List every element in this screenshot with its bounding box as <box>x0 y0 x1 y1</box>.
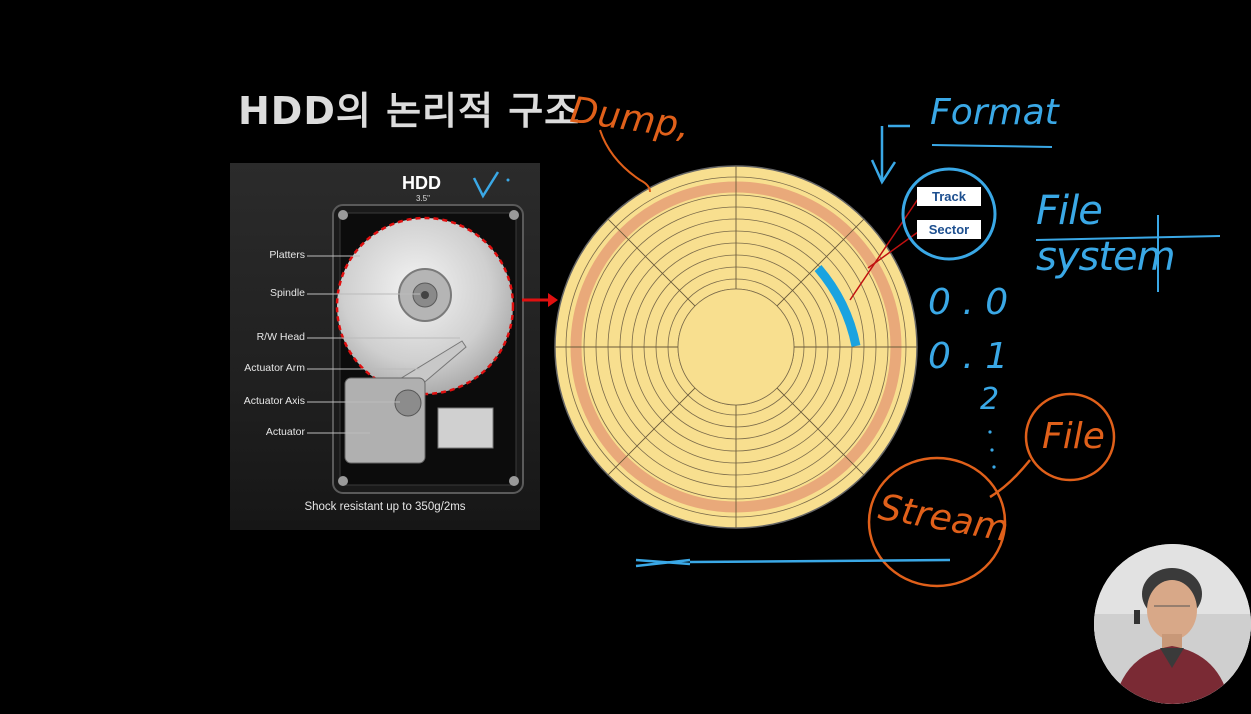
label-spindle: Spindle <box>269 287 305 299</box>
track-sector-circle <box>901 167 997 261</box>
file-system-annotation: File system <box>1036 188 1176 280</box>
label-actuator: Actuator <box>265 426 305 438</box>
sector-line <box>607 218 696 307</box>
red-arrow-head <box>548 293 558 307</box>
hdd-heading: HDD <box>402 173 441 193</box>
presenter-silhouette <box>1094 544 1251 704</box>
check-mark <box>472 171 500 199</box>
hdd-footer: Shock resistant up to 350g/2ms <box>304 501 466 513</box>
track-label: Track <box>917 187 981 206</box>
hdd-illustration <box>307 204 524 494</box>
slide-title: HDD의 논리적 구조 <box>238 89 581 133</box>
sector-line <box>776 387 865 476</box>
file-circle <box>1024 392 1116 482</box>
blue-scribble <box>635 558 951 568</box>
hdd-diagram-panel: HDD 3.5" <box>230 163 540 530</box>
sector-number-0-1: 0 . 1 <box>928 336 1009 377</box>
label-platters: Platters <box>269 249 305 261</box>
disk-diagram <box>554 165 918 529</box>
label-rw-head: R/W Head <box>256 331 305 343</box>
sector-label: Sector <box>917 220 981 239</box>
highlighted-sector <box>814 265 861 347</box>
disk-hub <box>677 288 795 406</box>
actuator-axis <box>394 389 422 417</box>
file-annotation: File <box>1042 416 1105 457</box>
presenter-webcam <box>1094 544 1251 704</box>
stream-circle <box>867 456 1007 588</box>
label-actuator-arm: Actuator Arm <box>244 362 305 374</box>
label-actuator-axis: Actuator Axis <box>243 395 305 407</box>
sector-number-2: 2 <box>980 382 1000 417</box>
sector-number-0-0: 0 . 0 <box>928 282 1009 323</box>
sector-line <box>776 218 865 307</box>
sector-line <box>607 387 696 476</box>
format-annotation: Format <box>930 92 1059 133</box>
hdd-size: 3.5" <box>416 194 430 203</box>
